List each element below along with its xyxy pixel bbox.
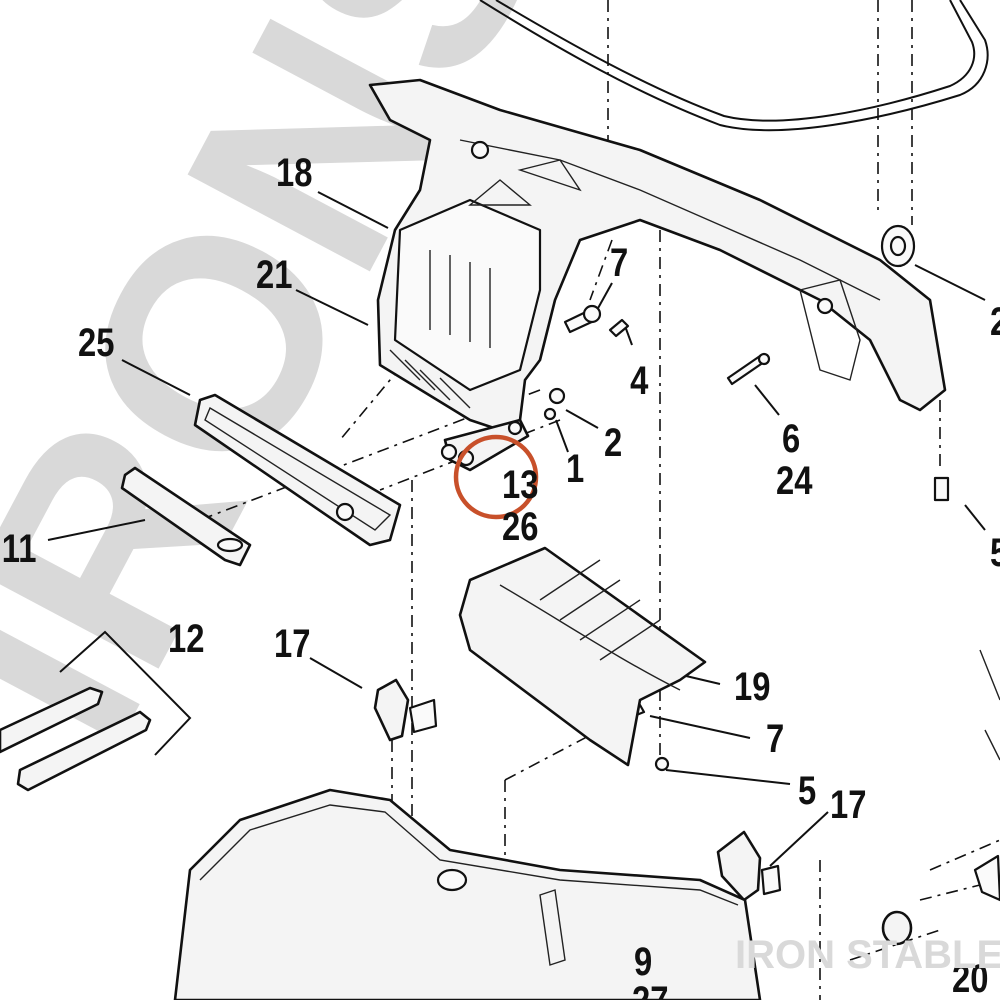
hardware [543, 224, 950, 946]
seals [0, 686, 152, 792]
callout-2: 2 [604, 420, 622, 465]
callout-26: 26 [502, 504, 538, 549]
support-bracket [368, 78, 947, 432]
cover-panel [458, 546, 707, 767]
callout-13: 13 [502, 462, 538, 507]
callout-9: 9 [634, 939, 652, 984]
right-side-parts [973, 649, 1000, 902]
callout-1: 1 [566, 446, 584, 491]
clip-parts [373, 678, 782, 902]
callout-17-a: 17 [274, 621, 310, 666]
callout-7-b: 7 [766, 716, 784, 761]
callout-5-b: 5 [798, 768, 816, 813]
callout-12: 12 [168, 616, 204, 661]
callout-18: 18 [276, 150, 312, 195]
watermark-footer-text: IRON STABLE [735, 933, 1000, 977]
callout-2-b: 2 [990, 299, 1000, 344]
callout-21: 21 [256, 252, 292, 297]
callout-labels: 18 21 25 11 12 17 7 4 2 1 13 26 6 24 5 2… [2, 150, 1000, 1000]
callout-20: 20 [952, 956, 988, 1000]
callout-7-a: 7 [610, 240, 628, 285]
callout-25: 25 [78, 320, 114, 365]
callout-24: 24 [776, 458, 813, 503]
highlight-circle [453, 434, 539, 520]
callout-19: 19 [734, 664, 770, 709]
lid-gasket [479, 0, 989, 132]
callout-4: 4 [630, 358, 649, 403]
callout-5-a: 5 [990, 530, 1000, 575]
callout-27: 27 [632, 978, 668, 1000]
callout-leaders [47, 191, 986, 867]
callout-11: 11 [2, 526, 37, 571]
trim-bezel [193, 393, 402, 547]
lens-strip [120, 466, 252, 567]
highlight-ring [453, 434, 539, 520]
callout-6: 6 [782, 416, 800, 461]
hinge-part [440, 418, 530, 472]
saddlebag-body [173, 788, 762, 1000]
callout-17-b: 17 [830, 782, 866, 827]
